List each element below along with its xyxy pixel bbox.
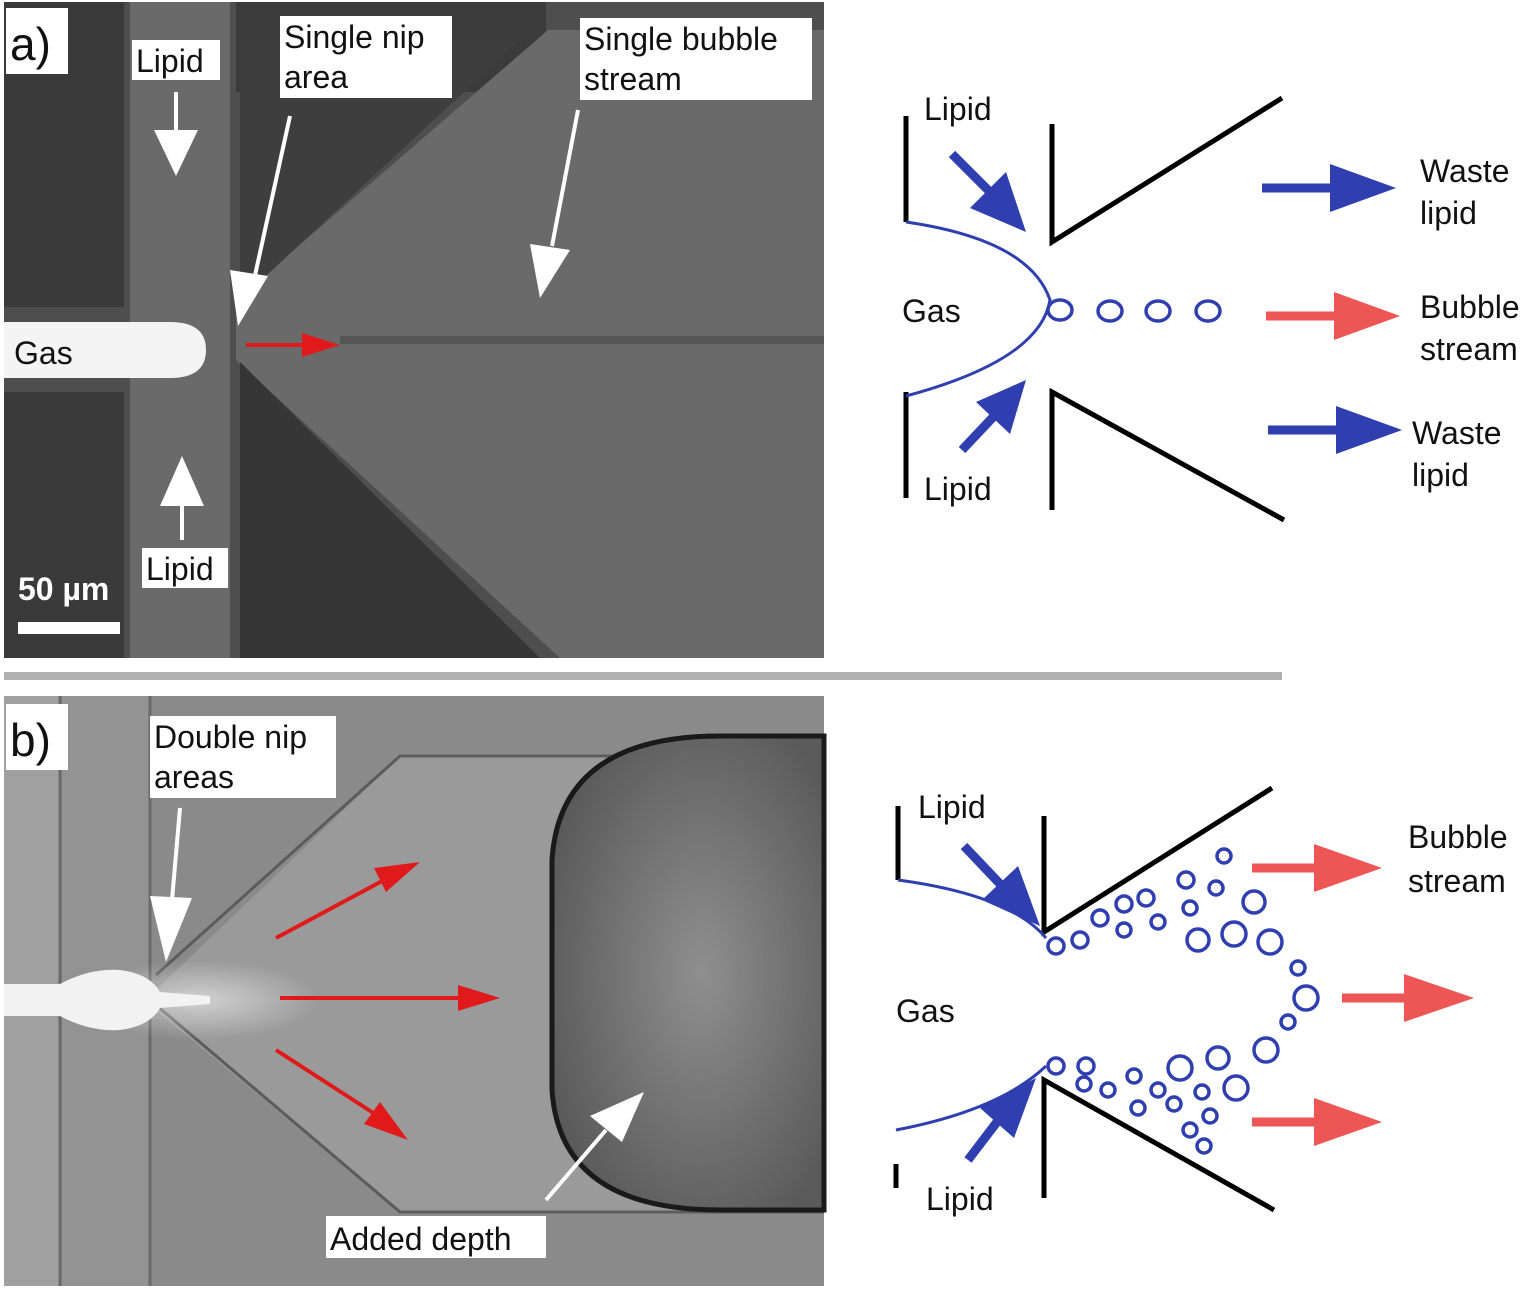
schem-b-gas-label: Gas <box>896 993 955 1029</box>
schematic-b: Lipid Gas Lipid Bubble stream <box>893 785 1508 1217</box>
schem-b-bubble-line1: Bubble <box>1408 819 1508 855</box>
micrograph-b: b) Double nip areas Added depth <box>4 696 827 1286</box>
schem-a-lipid-bottom-label: Lipid <box>924 471 992 507</box>
schematic-b-bubble-arrow-bottom <box>1252 1098 1382 1146</box>
micro-a-stream-label-line2: stream <box>584 61 682 97</box>
micro-b-nip-label-line2: areas <box>154 759 234 795</box>
schem-a-bubble-line1: Bubble <box>1420 289 1520 325</box>
micro-a-stream-label-line1: Single bubble <box>584 21 778 57</box>
schem-a-waste-top-line1: Waste <box>1420 153 1510 189</box>
schem-a-waste-bottom-line2: lipid <box>1412 457 1469 493</box>
schem-b-lipid-bottom-label: Lipid <box>926 1181 994 1217</box>
schematic-b-lipid-top-arrow <box>960 842 1040 926</box>
schematic-a-bubble-arrow <box>1266 292 1400 340</box>
micro-a-lipid-bottom-label: Lipid <box>146 551 214 587</box>
micro-a-gas-label: Gas <box>14 335 73 371</box>
micro-b-depth-arrow <box>544 1092 644 1202</box>
schem-a-waste-top-line2: lipid <box>1420 195 1477 231</box>
scale-bar-label: 50 µm <box>18 571 109 607</box>
micro-b-added-depth-label: Added depth <box>330 1221 512 1257</box>
schem-a-lipid-top-label: Lipid <box>924 91 992 127</box>
micrograph-a: a) Lipid Single nip area Single bubble s… <box>4 2 824 658</box>
micro-a-flow-arrow <box>246 333 340 357</box>
micro-a-nip-arrow <box>230 115 292 326</box>
schem-a-bubble-line2: stream <box>1420 331 1518 367</box>
schematic-b-lipid-bottom-arrow <box>964 1078 1036 1163</box>
schematic-a: Lipid Gas Lipid Waste lipid Bubble strea… <box>902 91 1520 523</box>
micro-a-lipid-top-label: Lipid <box>136 43 204 79</box>
schematic-b-bubbles <box>1046 847 1320 1155</box>
panel-a-label: a) <box>10 18 51 70</box>
schem-a-waste-bottom-line1: Waste <box>1412 415 1502 451</box>
micro-a-nip-label-line1: Single nip <box>284 19 425 55</box>
micro-a-lipid-bottom-arrow <box>160 456 204 540</box>
micro-b-flow-arrow-up <box>275 862 420 940</box>
schematic-a-waste-top-arrow <box>1262 164 1396 212</box>
schematic-b-bubble-arrow-mid <box>1342 974 1474 1022</box>
micro-b-nip-label-line1: Double nip <box>154 719 307 755</box>
schematic-b-bubble-arrow-top <box>1252 844 1382 892</box>
schematic-a-lipid-bottom-arrow <box>958 380 1026 454</box>
scale-bar <box>18 622 120 634</box>
schem-a-gas-label: Gas <box>902 293 961 329</box>
micro-b-nip-arrow <box>150 807 192 962</box>
schematic-a-bubbles <box>1046 298 1222 323</box>
micro-a-stream-arrow <box>530 109 580 298</box>
panel-b-label: b) <box>10 714 51 766</box>
schematic-a-lipid-top-arrow <box>948 150 1026 232</box>
micro-b-flow-arrow-down <box>274 1048 408 1140</box>
schematic-a-waste-bottom-arrow <box>1268 406 1402 454</box>
micro-a-nip-label-line2: area <box>284 59 348 95</box>
micro-b-flow-arrow-mid <box>280 985 500 1011</box>
micro-a-lipid-top-arrow <box>154 92 198 176</box>
schem-b-bubble-line2: stream <box>1408 863 1506 899</box>
schem-b-lipid-top-label: Lipid <box>918 789 986 825</box>
